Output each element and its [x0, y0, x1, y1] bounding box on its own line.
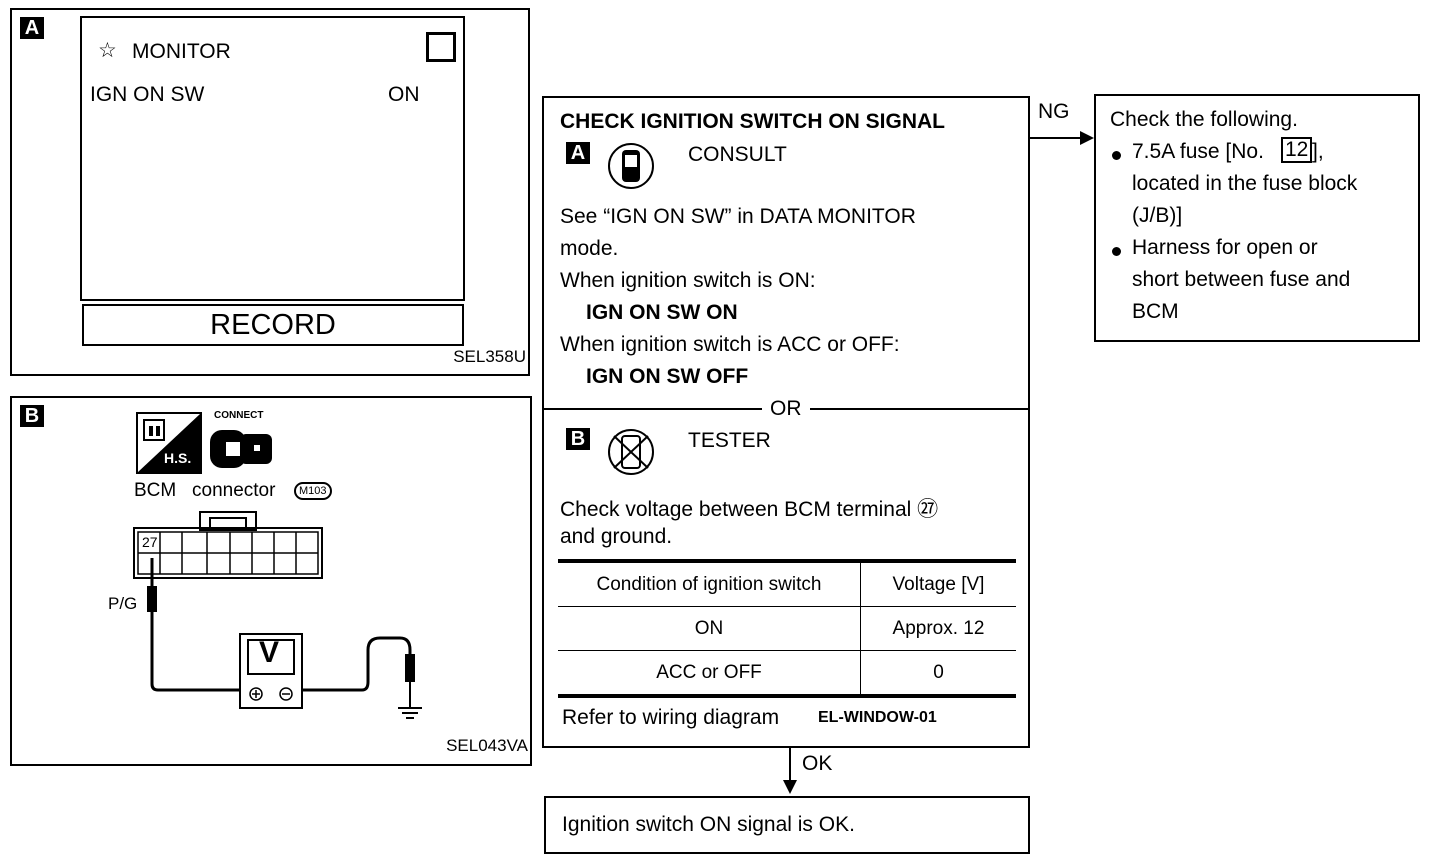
step-line-3: When ignition switch is ON: — [560, 269, 816, 292]
harness-side-icon: H.S. — [136, 412, 202, 474]
table-cell: 0 — [860, 650, 1016, 698]
check-step-box: CHECK IGNITION SWITCH ON SIGNAL A CONSUL… — [542, 96, 1030, 748]
table-cell: Approx. 12 — [860, 606, 1016, 651]
step-line-8: and ground. — [560, 525, 673, 548]
wire-color-label: P/G — [108, 594, 138, 613]
monitor-checkbox[interactable] — [426, 32, 456, 62]
refer-text: Refer to wiring diagram — [562, 706, 780, 729]
table-cell: ACC or OFF — [558, 650, 861, 698]
tester-icon — [608, 429, 654, 475]
connector-plug-icon — [210, 430, 272, 468]
ng-label: NG — [1038, 100, 1070, 123]
table-header-row: Condition of ignition switch Voltage [V] — [558, 559, 1016, 607]
ok-result-text: Ignition switch ON signal is OK. — [562, 813, 855, 836]
record-button-label: RECORD — [210, 309, 336, 341]
connector-label: connector — [192, 480, 276, 501]
ng-arrow — [1028, 131, 1094, 145]
panel-b: B H.S. CONNECT BCM connector M103 — [10, 396, 532, 766]
monitor-title: MONITOR — [132, 40, 231, 63]
bcm-label: BCM — [134, 480, 177, 501]
ng-bullet2-b: short between fuse and — [1132, 268, 1351, 291]
ng-title: Check the following. — [1110, 108, 1298, 131]
ng-bullet1-a: 7.5A fuse [No. — [1132, 140, 1264, 163]
step-line-5: When ignition switch is ACC or OFF: — [560, 333, 900, 356]
step-line-6: IGN ON SW OFF — [586, 365, 749, 388]
tester-label: TESTER — [688, 429, 771, 452]
ng-bullet1-c: located in the fuse block — [1132, 172, 1358, 195]
hs-label: H.S. — [164, 450, 192, 466]
record-button[interactable]: RECORD — [82, 304, 464, 346]
ng-bullet1-d: (J/B)] — [1132, 204, 1183, 227]
refer-code: EL-WINDOW-01 — [818, 709, 937, 726]
ok-result-box: Ignition switch ON signal is OK. — [544, 796, 1030, 854]
consult-tag: A — [566, 142, 590, 164]
connector-id-badge: M103 — [294, 482, 332, 500]
or-label: OR — [762, 397, 810, 421]
panel-a-code: SEL358U — [453, 347, 526, 366]
ng-bullet2-a: Harness for open or — [1132, 236, 1318, 259]
table-cell: ON — [558, 606, 861, 651]
monitor-item-value: ON — [388, 83, 420, 106]
step-line-7: Check voltage between BCM terminal ㉗ — [560, 498, 939, 521]
panel-a: A ☆ MONITOR IGN ON SW ON RECORD SEL358U — [10, 8, 530, 376]
ng-bullet2-c: BCM — [1132, 300, 1179, 323]
step-line-4: IGN ON SW ON — [586, 301, 738, 324]
bullet-icon — [1112, 247, 1121, 256]
check-title: CHECK IGNITION SWITCH ON SIGNAL — [560, 110, 945, 133]
panel-b-tag: B — [20, 405, 44, 427]
monitor-item-label: IGN ON SW — [90, 83, 205, 106]
table-header-condition: Condition of ignition switch — [558, 559, 861, 607]
table-header-voltage: Voltage [V] — [860, 559, 1016, 607]
panel-a-tag: A — [20, 17, 44, 39]
harness-side-graphic — [138, 414, 200, 472]
bullet-icon — [1112, 151, 1121, 160]
meter-v-label: V — [259, 636, 280, 669]
tester-tag: B — [566, 428, 590, 450]
monitor-star-icon: ☆ — [98, 39, 117, 62]
consult-label: CONSULT — [688, 143, 787, 166]
ok-label: OK — [802, 752, 833, 775]
connect-label: CONNECT — [214, 410, 264, 421]
consult-icon — [608, 143, 654, 189]
wiring-diagram — [133, 511, 422, 719]
fuse-number-box: 12 — [1281, 137, 1313, 163]
ng-bullet1-b: ], — [1312, 140, 1324, 163]
step-line-2: mode. — [560, 237, 619, 260]
condition-table: Condition of ignition switch Voltage [V]… — [558, 559, 1016, 698]
table-row: ACC or OFF 0 — [558, 650, 1016, 698]
table-row: ON Approx. 12 — [558, 606, 1016, 651]
terminal-number: 27 — [142, 534, 158, 550]
step-line-1: See “IGN ON SW” in DATA MONITOR — [560, 205, 916, 228]
monitor-screen: ☆ MONITOR IGN ON SW ON — [80, 16, 465, 301]
ok-arrow — [783, 748, 797, 794]
ng-result-box: Check the following. 7.5A fuse [No. 12 ]… — [1094, 94, 1420, 342]
panel-b-code: SEL043VA — [446, 736, 528, 755]
